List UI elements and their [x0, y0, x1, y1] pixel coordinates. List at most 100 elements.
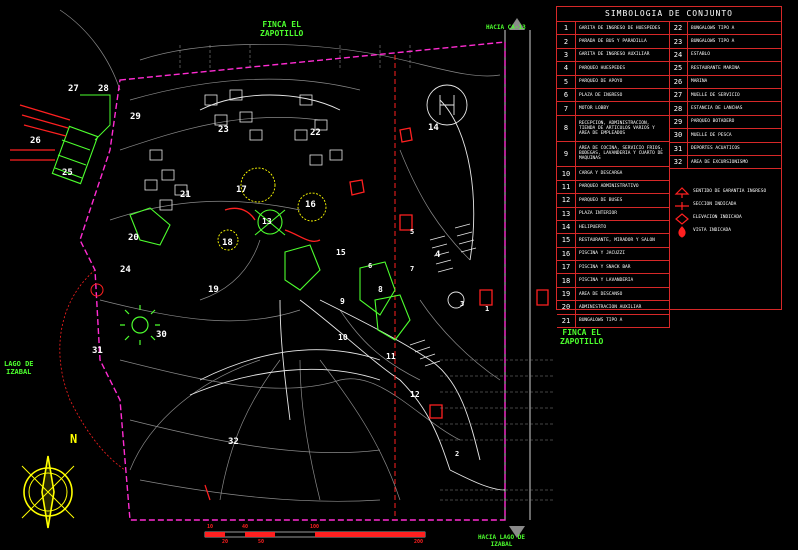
- zone-7: 7: [410, 265, 415, 273]
- legend-item-label: GARITA DE INGRESO DE HUESPEDES: [579, 25, 661, 31]
- hacia-top-label: HACIA CA-13: [486, 24, 526, 31]
- legend-symbol-label: SENTIDO DE GARANTIA INGRESO: [693, 189, 767, 194]
- zone-9: 9: [340, 297, 345, 306]
- legend-item-number: 26: [669, 75, 688, 88]
- legend-symbol-row: SENTIDO DE GARANTIA INGRESO: [669, 187, 781, 200]
- legend-item-number: 25: [669, 62, 688, 75]
- scale-mark-bottom-3: 200: [414, 539, 424, 545]
- scale-mark-top-1: 10: [207, 524, 214, 530]
- zone-30: 30: [156, 330, 167, 340]
- legend-item-label: RECEPCION, ADMINISTRACION, TIENDA DE ART…: [579, 120, 655, 136]
- zone-8: 8: [378, 285, 383, 294]
- zone-6: 6: [368, 262, 373, 270]
- legend-item-label: ESTANCIA DE LANCHAS: [691, 106, 743, 112]
- legend-item-number: 20: [557, 301, 576, 314]
- zone-11: 11: [386, 352, 396, 361]
- legend-item-number: 10: [557, 167, 576, 180]
- legend-item-label: PARQUEO DE APOYO: [579, 79, 623, 85]
- red-structures: [224, 127, 549, 419]
- legend-symbol-label: VISTA INDICADA: [693, 228, 731, 233]
- scale-bar: [204, 531, 426, 538]
- zone-27: 27: [68, 84, 79, 94]
- legend-item-number: 3: [557, 48, 576, 62]
- legend-symbol-row: VISTA INDICADA: [669, 226, 781, 239]
- zone-29: 29: [130, 112, 141, 122]
- legend-item-number: 15: [557, 234, 576, 247]
- legend-item-label: MUELLE DE SERVICIO: [691, 92, 740, 98]
- legend-item-number: 14: [557, 220, 576, 234]
- legend-item-label: AREA DE EXCURSIONISMO: [691, 159, 748, 165]
- lake-shoreline: [59, 269, 126, 471]
- elevation-icon: [675, 213, 689, 225]
- zone-15: 15: [336, 248, 346, 257]
- zone-32: 32: [228, 437, 239, 447]
- finca-right-label: FINCA EL ZAPOTILLO: [560, 328, 604, 346]
- legend-item-label: BUNGALOWS TIPO A: [579, 318, 623, 324]
- scale-mark-bottom-2: 50: [258, 539, 265, 545]
- highway-arrows: [509, 18, 525, 538]
- legend-item-label: AREA DE COCINA, SERVICIO FRIOS, BODEGAS,…: [579, 146, 663, 162]
- legend-item-number: 12: [557, 194, 576, 207]
- legend-item-label: HELIPUERTO: [579, 224, 607, 230]
- legend-item-number: 18: [557, 274, 576, 287]
- legend-item-number: 28: [669, 102, 688, 115]
- legend-item-number: 32: [669, 155, 688, 169]
- legend-item-number: 5: [557, 75, 576, 88]
- legend-item-label: GARITA DE INGRESO AUXILIAR: [579, 52, 650, 58]
- scale-mark-top-2: 40: [242, 524, 249, 530]
- legend-item-number: 29: [669, 115, 688, 129]
- legend-item-label: PLAZA DE INGRESO: [579, 92, 623, 98]
- legend-item-number: 19: [557, 287, 576, 301]
- zone-10: 10: [338, 333, 348, 342]
- zone-21: 21: [180, 190, 191, 200]
- zone-24: 24: [120, 265, 131, 275]
- legend-item-number: 13: [557, 207, 576, 220]
- zone-19: 19: [208, 285, 219, 295]
- terrain-contours: [59, 9, 501, 502]
- legend-item-number: 24: [669, 48, 688, 62]
- legend-item-number: 2: [557, 35, 576, 48]
- pool-features: [217, 167, 327, 251]
- legend-item-number: 9: [557, 141, 576, 167]
- legend-symbol-row: ELEVACION INDICADA: [669, 213, 781, 226]
- fishing-pier-symbol: [120, 305, 160, 345]
- legend-item-number: 21: [557, 314, 576, 327]
- north-label: N: [70, 432, 78, 446]
- legend-item-label: PLAZA INTERIOR: [579, 211, 617, 217]
- green-buildings: [51, 125, 411, 341]
- zone-1: 1: [485, 305, 490, 313]
- zone-12: 12: [410, 390, 420, 399]
- legend-item-label: PARQUEO ADMINISTRATIVO: [579, 184, 639, 190]
- section-icon: [675, 202, 689, 210]
- legend-item-label: DEPORTES ACUATICOS: [691, 146, 740, 152]
- zone-13: 13: [262, 217, 272, 226]
- legend-item-number: 30: [669, 129, 688, 142]
- legend-item-label: AREA DE DESCANSO: [579, 291, 623, 297]
- zone-17: 17: [236, 185, 247, 195]
- site-boundary: [79, 41, 506, 521]
- legend-item-number: 1: [557, 22, 576, 35]
- zone-26: 26: [30, 136, 41, 146]
- legend-symbol-label: ELEVACION INDICADA: [693, 215, 742, 220]
- legend-item-label: PARQUEO DE BUSES: [579, 197, 623, 203]
- legend-item-label: PISCINA Y JACUZZI: [579, 251, 626, 257]
